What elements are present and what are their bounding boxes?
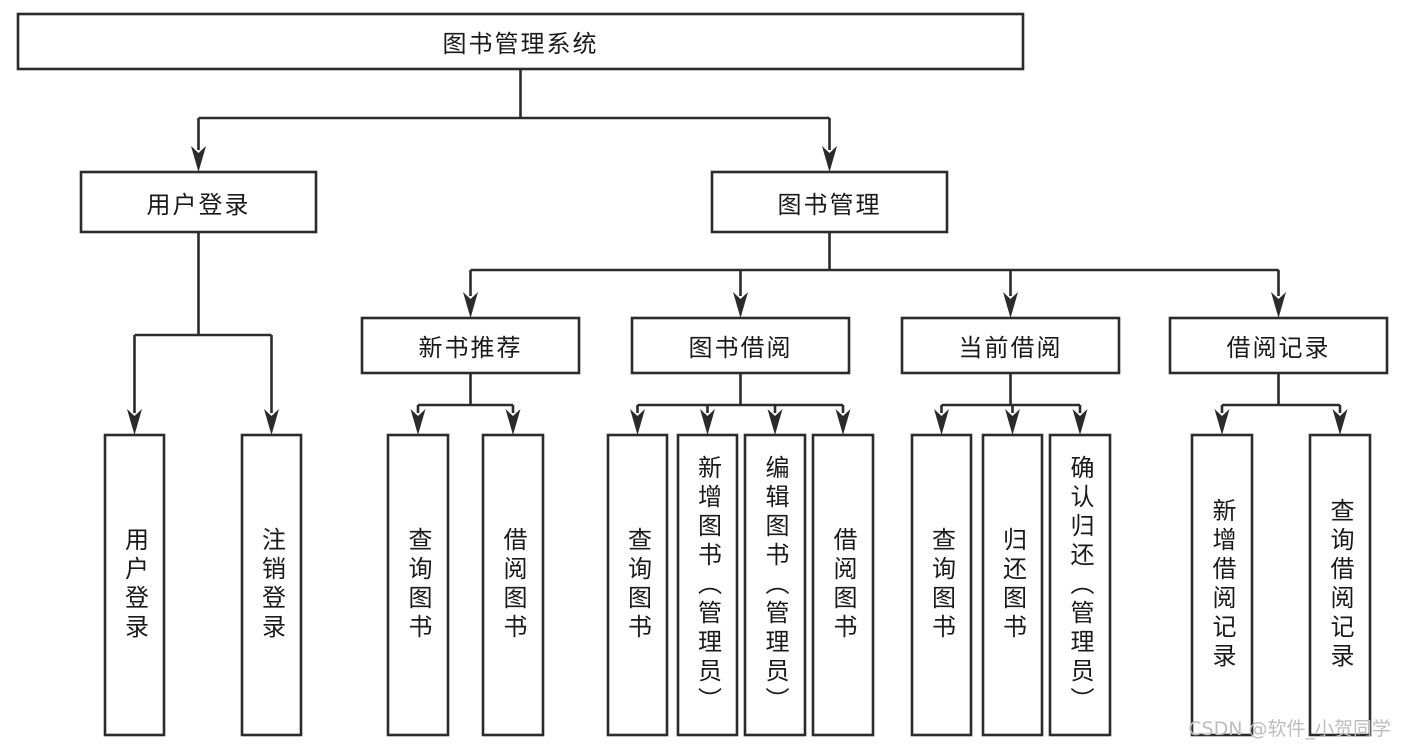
- node-borrow-records[interactable]: [1168, 316, 1389, 375]
- node-new-book-recommend[interactable]: [360, 316, 581, 375]
- node-box-leaf-user-logout[interactable]: [240, 433, 303, 737]
- node-current-borrow[interactable]: [900, 316, 1121, 375]
- node-book-borrow[interactable]: [630, 316, 851, 375]
- node-leaf-user-logout[interactable]: [240, 433, 303, 737]
- node-box-leaf-add-borrow-record[interactable]: [1190, 433, 1254, 737]
- node-leaf-add-book-admin[interactable]: [676, 433, 739, 737]
- node-box-book-manage[interactable]: [710, 170, 949, 234]
- node-leaf-query-borrow-record[interactable]: [1308, 433, 1372, 737]
- node-box-leaf-borrow-book[interactable]: [811, 433, 875, 737]
- node-box-leaf-query-book-current[interactable]: [910, 433, 973, 737]
- node-box-leaf-borrow-book-rec[interactable]: [481, 433, 545, 737]
- node-leaf-borrow-book[interactable]: [811, 433, 875, 737]
- node-box-new-book-recommend[interactable]: [360, 316, 581, 375]
- node-leaf-query-book-borrow[interactable]: [606, 433, 669, 737]
- node-leaf-user-login[interactable]: [103, 433, 166, 737]
- node-leaf-borrow-book-rec[interactable]: [481, 433, 545, 737]
- node-box-leaf-query-book-borrow[interactable]: [606, 433, 669, 737]
- node-box-leaf-add-book-admin[interactable]: [676, 433, 739, 737]
- node-box-leaf-query-book-rec[interactable]: [386, 433, 450, 737]
- node-leaf-query-book-current[interactable]: [910, 433, 973, 737]
- node-book-manage[interactable]: [710, 170, 949, 234]
- node-leaf-query-book-rec[interactable]: [386, 433, 450, 737]
- node-leaf-return-book[interactable]: [981, 433, 1044, 737]
- node-box-leaf-query-borrow-record[interactable]: [1308, 433, 1372, 737]
- node-box-root[interactable]: [16, 12, 1025, 71]
- node-root[interactable]: [16, 12, 1025, 71]
- node-box-leaf-edit-book-admin[interactable]: [743, 433, 807, 737]
- node-user-login[interactable]: [79, 170, 318, 234]
- node-leaf-edit-book-admin[interactable]: [743, 433, 807, 737]
- node-leaf-confirm-return-admin[interactable]: [1048, 433, 1112, 737]
- node-box-current-borrow[interactable]: [900, 316, 1121, 375]
- node-box-borrow-records[interactable]: [1168, 316, 1389, 375]
- node-box-leaf-user-login[interactable]: [103, 433, 166, 737]
- node-box-book-borrow[interactable]: [630, 316, 851, 375]
- node-box-leaf-confirm-return-admin[interactable]: [1048, 433, 1112, 737]
- node-leaf-add-borrow-record[interactable]: [1190, 433, 1254, 737]
- node-box-leaf-return-book[interactable]: [981, 433, 1044, 737]
- node-box-user-login[interactable]: [79, 170, 318, 234]
